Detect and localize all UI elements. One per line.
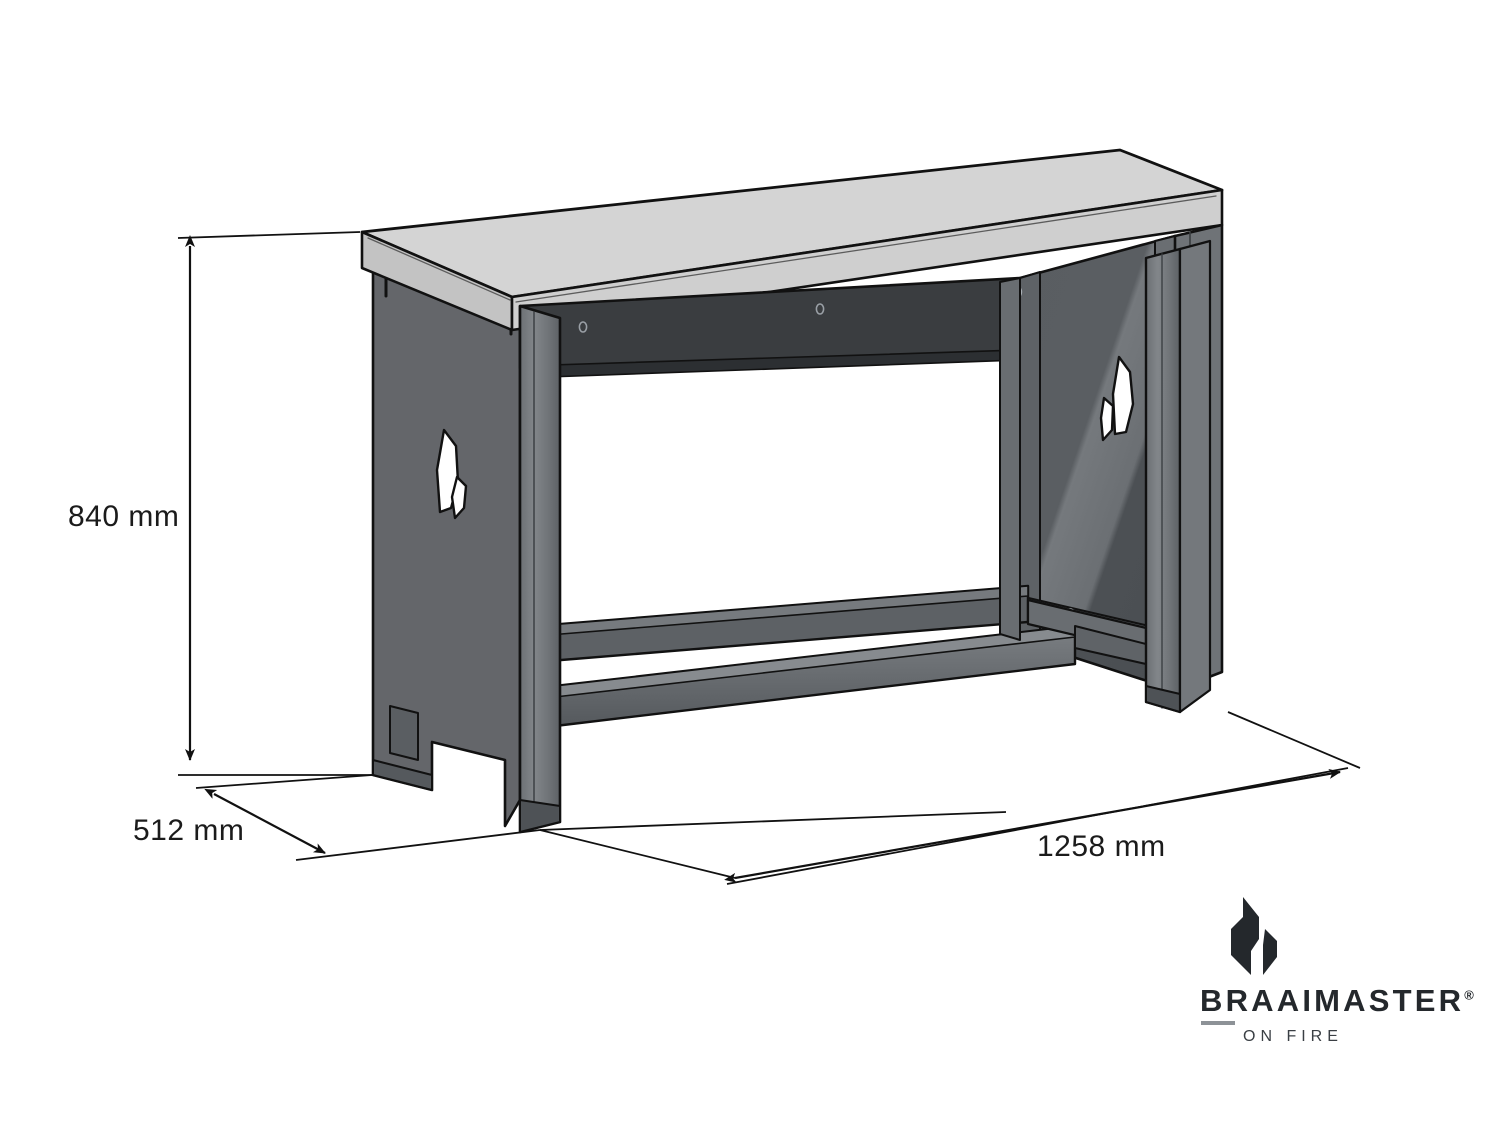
flame-cutout-right [1099,355,1135,442]
front-right-leg [1144,247,1182,714]
brand-logo: BRAAIMASTER® ON FIRE [1185,895,1474,1055]
braai-table-illustration [360,148,1224,834]
dimension-label-height: 840 mm [68,500,180,533]
worktop-slab [360,148,1224,332]
logo-underbar [1201,1021,1235,1025]
dimension-annotations [177,231,1361,885]
dimension-depth [195,774,541,861]
brand-tagline: ON FIRE [1243,1028,1343,1045]
dimension-label-width: 1258 mm [1037,830,1166,863]
inner-post [999,277,1021,641]
flame-icon [1231,897,1277,975]
brand-wordmark: BRAAIMASTER® [1200,983,1474,1019]
left-side-panel [371,264,522,828]
dimension-width [539,711,1361,885]
brand-name: BRAAIMASTER [1200,983,1465,1018]
flame-cutout-left [435,428,468,520]
front-left-leg [518,304,562,834]
dimension-height [177,231,372,776]
dimension-label-depth: 512 mm [133,814,245,847]
registered-mark: ® [1464,987,1474,1003]
back-right-leg [1178,239,1212,714]
